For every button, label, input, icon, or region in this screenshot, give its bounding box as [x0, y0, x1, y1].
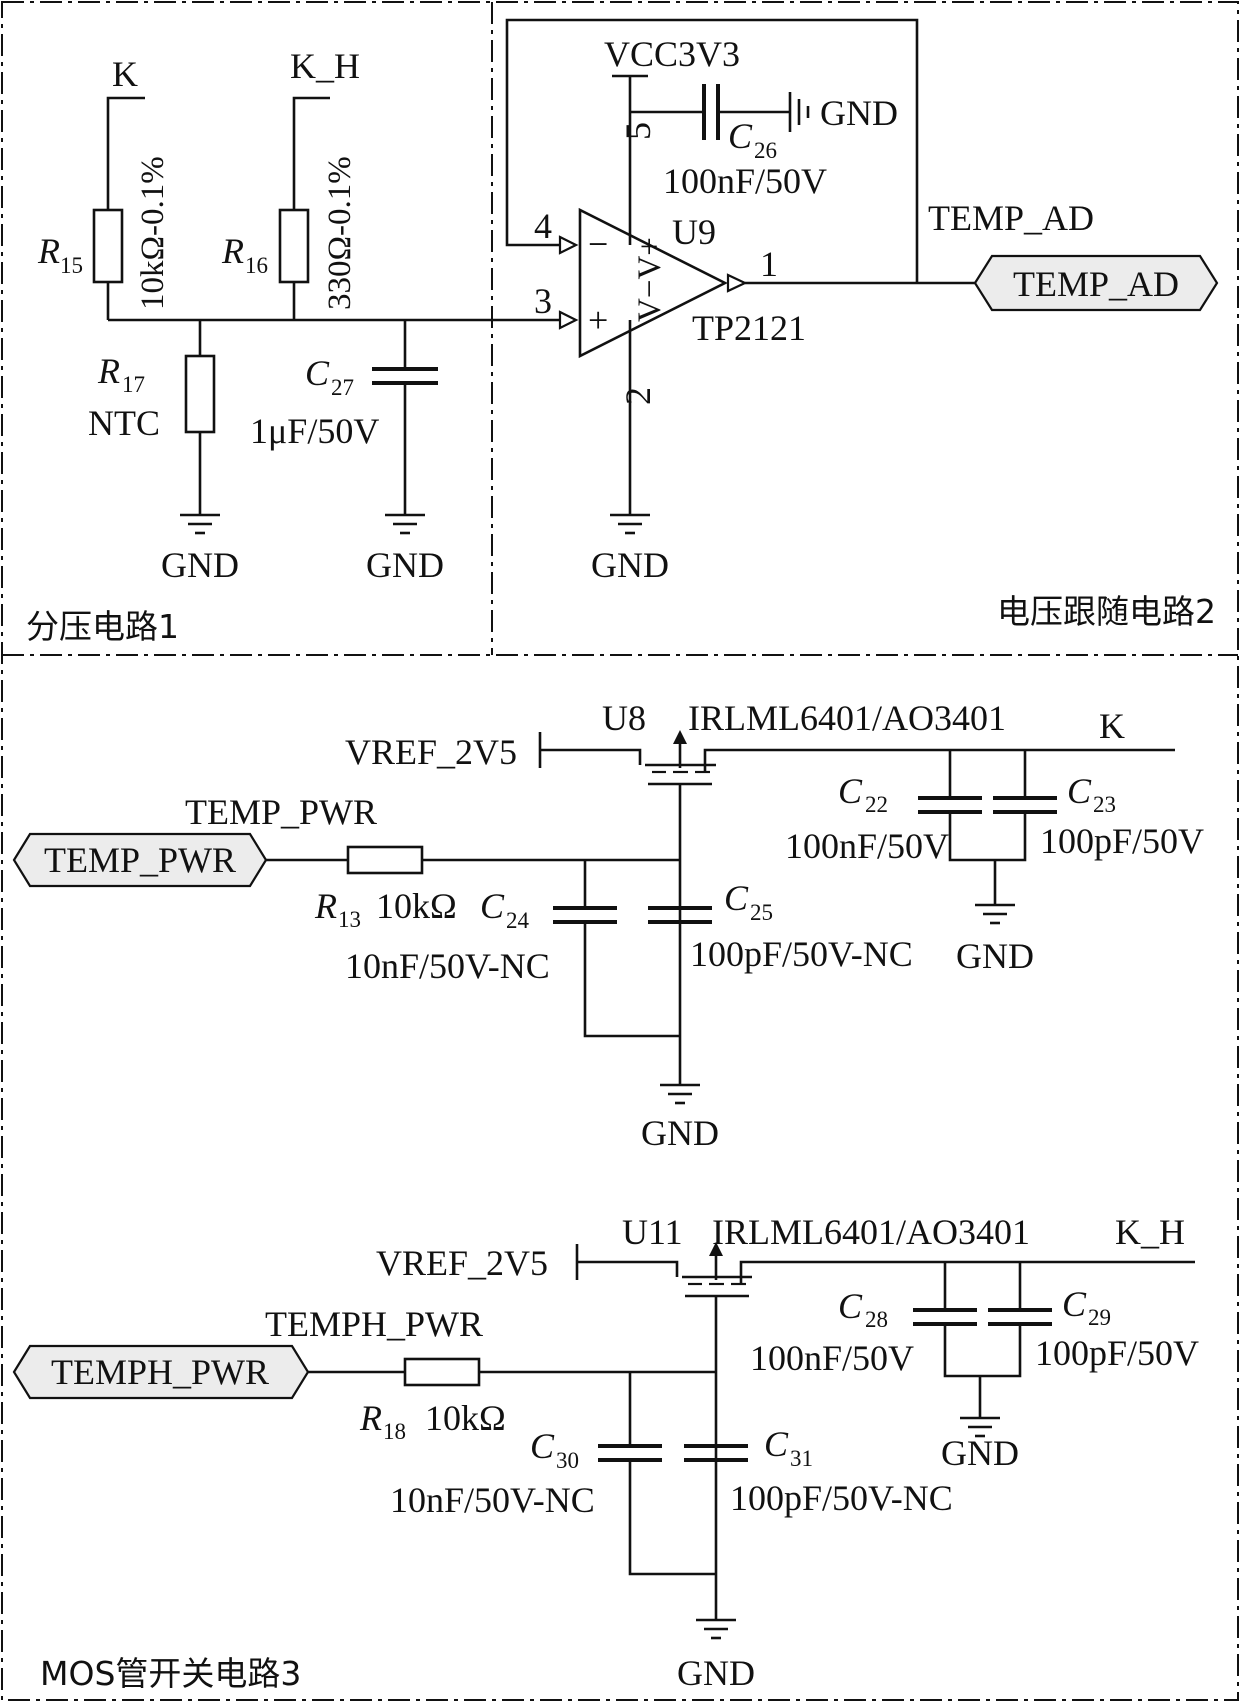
- gnd-label: GND: [366, 545, 444, 585]
- gnd-label: GND: [161, 545, 239, 585]
- net-label-vcc: VCC3V3: [604, 34, 740, 74]
- section-label-mos-switch: MOS管开关电路3: [40, 1654, 301, 1693]
- follower-circuit: − + V−V+ 4 3 1 5 2 U9 TP2121 TEMP_AD TEM…: [505, 18, 1219, 585]
- vref-label: VREF_2V5: [345, 732, 517, 772]
- c31-sub: 31: [790, 1446, 813, 1471]
- net-label-kh: K_H: [290, 46, 360, 86]
- gnd-label: GND: [956, 936, 1034, 976]
- c23-letter: C: [1067, 771, 1092, 811]
- c30-value: 10nF/50V-NC: [390, 1480, 595, 1520]
- r13-letter: R: [314, 886, 337, 926]
- c23-value: 100pF/50V: [1040, 821, 1204, 861]
- r13-sub: 13: [338, 907, 361, 932]
- gnd-label: GND: [641, 1113, 719, 1153]
- pin-5: 5: [618, 122, 658, 140]
- c27-sub: 27: [331, 375, 354, 400]
- c31-value: 100pF/50V-NC: [730, 1478, 953, 1518]
- net-label-kh: K_H: [1115, 1212, 1185, 1252]
- port-temp-pwr-label: TEMP_PWR: [44, 840, 236, 880]
- c26-value: 100nF/50V: [663, 161, 827, 201]
- net-label-temph-pwr: TEMPH_PWR: [265, 1304, 483, 1344]
- net-label-temp-ad: TEMP_AD: [928, 198, 1094, 238]
- u8-ref: U8: [602, 698, 646, 738]
- pin-4: 4: [534, 206, 552, 246]
- c24-value: 10nF/50V-NC: [345, 946, 550, 986]
- c30-sub: 30: [556, 1448, 579, 1473]
- c28-letter: C: [838, 1286, 863, 1326]
- r15-sub: 15: [60, 253, 83, 278]
- pin-2: 2: [618, 387, 658, 405]
- c27-value: 1μF/50V: [250, 411, 379, 451]
- pin-1: 1: [760, 244, 778, 284]
- c27-letter: C: [305, 353, 330, 393]
- net-label-temp-pwr: TEMP_PWR: [185, 792, 377, 832]
- c31-letter: C: [764, 1424, 789, 1464]
- r16-letter: R: [221, 231, 244, 271]
- c26-letter: C: [728, 116, 753, 156]
- opamp-part: TP2121: [692, 308, 806, 348]
- c23-sub: 23: [1093, 792, 1116, 817]
- opamp-minus: −: [588, 224, 608, 264]
- pin-3: 3: [534, 281, 552, 321]
- r16-value: 330Ω-0.1%: [322, 156, 358, 310]
- c26-sub: 26: [754, 138, 777, 163]
- r17-letter: R: [97, 351, 120, 391]
- c22-value: 100nF/50V: [785, 826, 949, 866]
- opamp-u9: [578, 207, 728, 359]
- r18-sub: 18: [383, 1419, 406, 1444]
- u11-ref: U11: [622, 1212, 683, 1252]
- c25-value: 100pF/50V-NC: [690, 934, 913, 974]
- c25-sub: 25: [750, 900, 773, 925]
- resistor-r17: [184, 354, 216, 434]
- vref-label: VREF_2V5: [376, 1243, 548, 1283]
- gnd-label: GND: [820, 93, 898, 133]
- resistor-r15: [92, 208, 124, 284]
- u8-part: IRLML6401/AO3401: [688, 698, 1006, 738]
- r18-value: 10kΩ: [425, 1398, 506, 1438]
- c25-letter: C: [724, 878, 749, 918]
- c22-sub: 22: [865, 792, 888, 817]
- r17-sub: 17: [122, 372, 145, 397]
- section-label-follower: 电压跟随电路2: [997, 592, 1216, 631]
- mosfet-u8: [645, 730, 1175, 786]
- c29-letter: C: [1062, 1284, 1087, 1324]
- gnd-label: GND: [677, 1653, 755, 1693]
- port-temp-ad-label: TEMP_AD: [1013, 264, 1179, 304]
- c24-letter: C: [480, 886, 505, 926]
- u11-part: IRLML6401/AO3401: [712, 1212, 1030, 1252]
- opamp-plus: +: [588, 300, 608, 340]
- gnd-label: GND: [941, 1433, 1019, 1473]
- opamp-supply-label: V−V+: [632, 237, 668, 322]
- opamp-ref: U9: [672, 212, 716, 252]
- r16-sub: 16: [245, 253, 268, 278]
- c24-sub: 24: [506, 908, 530, 933]
- r13-value: 10kΩ: [376, 886, 457, 926]
- c30-letter: C: [530, 1426, 555, 1466]
- c28-value: 100nF/50V: [750, 1338, 914, 1378]
- divider-circuit: K R 15 10kΩ-0.1% K_H R 16 330Ω-0.1% R 17…: [37, 46, 579, 585]
- net-label-k: K: [1099, 706, 1125, 746]
- port-temph-pwr-label: TEMPH_PWR: [51, 1352, 269, 1392]
- r15-letter: R: [37, 231, 60, 271]
- r18-letter: R: [359, 1398, 382, 1438]
- c29-value: 100pF/50V: [1035, 1333, 1199, 1373]
- port-temp-ad[interactable]: [973, 254, 1219, 312]
- gnd-label: GND: [591, 545, 669, 585]
- net-label-k: K: [112, 54, 138, 94]
- resistor-r18: [403, 1357, 481, 1387]
- mos-switch-u8: VREF_2V5 U8 IRLML6401/AO3401 K GND C 2: [12, 698, 1204, 1153]
- resistor-r16: [278, 208, 310, 284]
- r15-value: 10kΩ-0.1%: [135, 156, 171, 310]
- resistor-r13: [346, 845, 424, 875]
- r17-value: NTC: [88, 403, 160, 443]
- c28-sub: 28: [865, 1307, 888, 1332]
- c29-sub: 29: [1088, 1305, 1111, 1330]
- c22-letter: C: [838, 771, 863, 811]
- section-label-divider: 分压电路1: [26, 607, 179, 646]
- mos-switch-u11: VREF_2V5 U11 IRLML6401/AO3401 K_H GND C …: [12, 1212, 1199, 1693]
